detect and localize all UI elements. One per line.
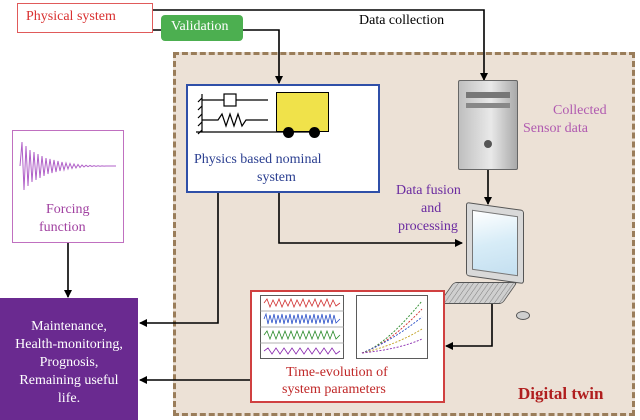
outputs-label-5: life. <box>57 391 81 406</box>
tower-drive-bay <box>466 92 510 98</box>
physics-model-label-1: Physics based nominal <box>194 152 322 167</box>
monitor-to-time-evolution-arrow <box>445 304 493 350</box>
time-series-thumbnail <box>260 295 344 359</box>
data-fusion-label-1: Data fusion <box>396 183 461 198</box>
cart-wheel-right <box>309 127 320 138</box>
data-collection-arrow <box>153 9 488 81</box>
physical-system-box <box>17 3 153 33</box>
mouse-icon <box>516 311 530 320</box>
parameter-trend-thumbnail <box>356 295 428 359</box>
cart-wheel-left <box>283 127 294 138</box>
monitor-screen <box>472 209 518 277</box>
validation-label: Validation <box>171 19 229 34</box>
physical-system-label: Physical system <box>26 9 116 24</box>
physics-to-outputs-arrow <box>139 192 219 327</box>
outputs-box <box>0 298 138 420</box>
validation-badge <box>161 15 243 41</box>
outputs-label-3: Prognosis, <box>39 355 99 370</box>
time-evolution-label-2: system parameters <box>282 382 386 397</box>
outputs-label-1: Maintenance, <box>31 319 107 334</box>
forcing-function-box <box>12 130 124 243</box>
collected-sensor-label-1: Collected <box>553 103 607 118</box>
tower-drive-bay-2 <box>466 103 510 108</box>
waveform-icon <box>19 141 116 191</box>
time-evolution-label-1: Time-evolution of <box>286 365 388 380</box>
cart-icon <box>276 92 329 132</box>
physics-to-monitor-arrow <box>278 192 463 247</box>
physics-model-box <box>186 84 380 193</box>
forcing-function-label-1: Forcing <box>46 202 90 217</box>
physics-model-label-2: system <box>257 170 296 185</box>
collected-sensor-label-2: Sensor data <box>523 121 588 136</box>
data-fusion-label-3: processing <box>398 219 458 234</box>
data-fusion-label-2: and <box>421 201 442 216</box>
data-collection-label: Data collection <box>359 13 445 28</box>
tower-power-button <box>484 140 492 148</box>
spring-damper-icon <box>196 93 316 135</box>
outputs-label-4: Remaining useful <box>19 373 119 388</box>
outputs-label-2: Health-monitoring, <box>15 337 123 352</box>
digital-twin-label: Digital twin <box>518 384 604 403</box>
forcing-function-label-2: function <box>39 220 86 235</box>
